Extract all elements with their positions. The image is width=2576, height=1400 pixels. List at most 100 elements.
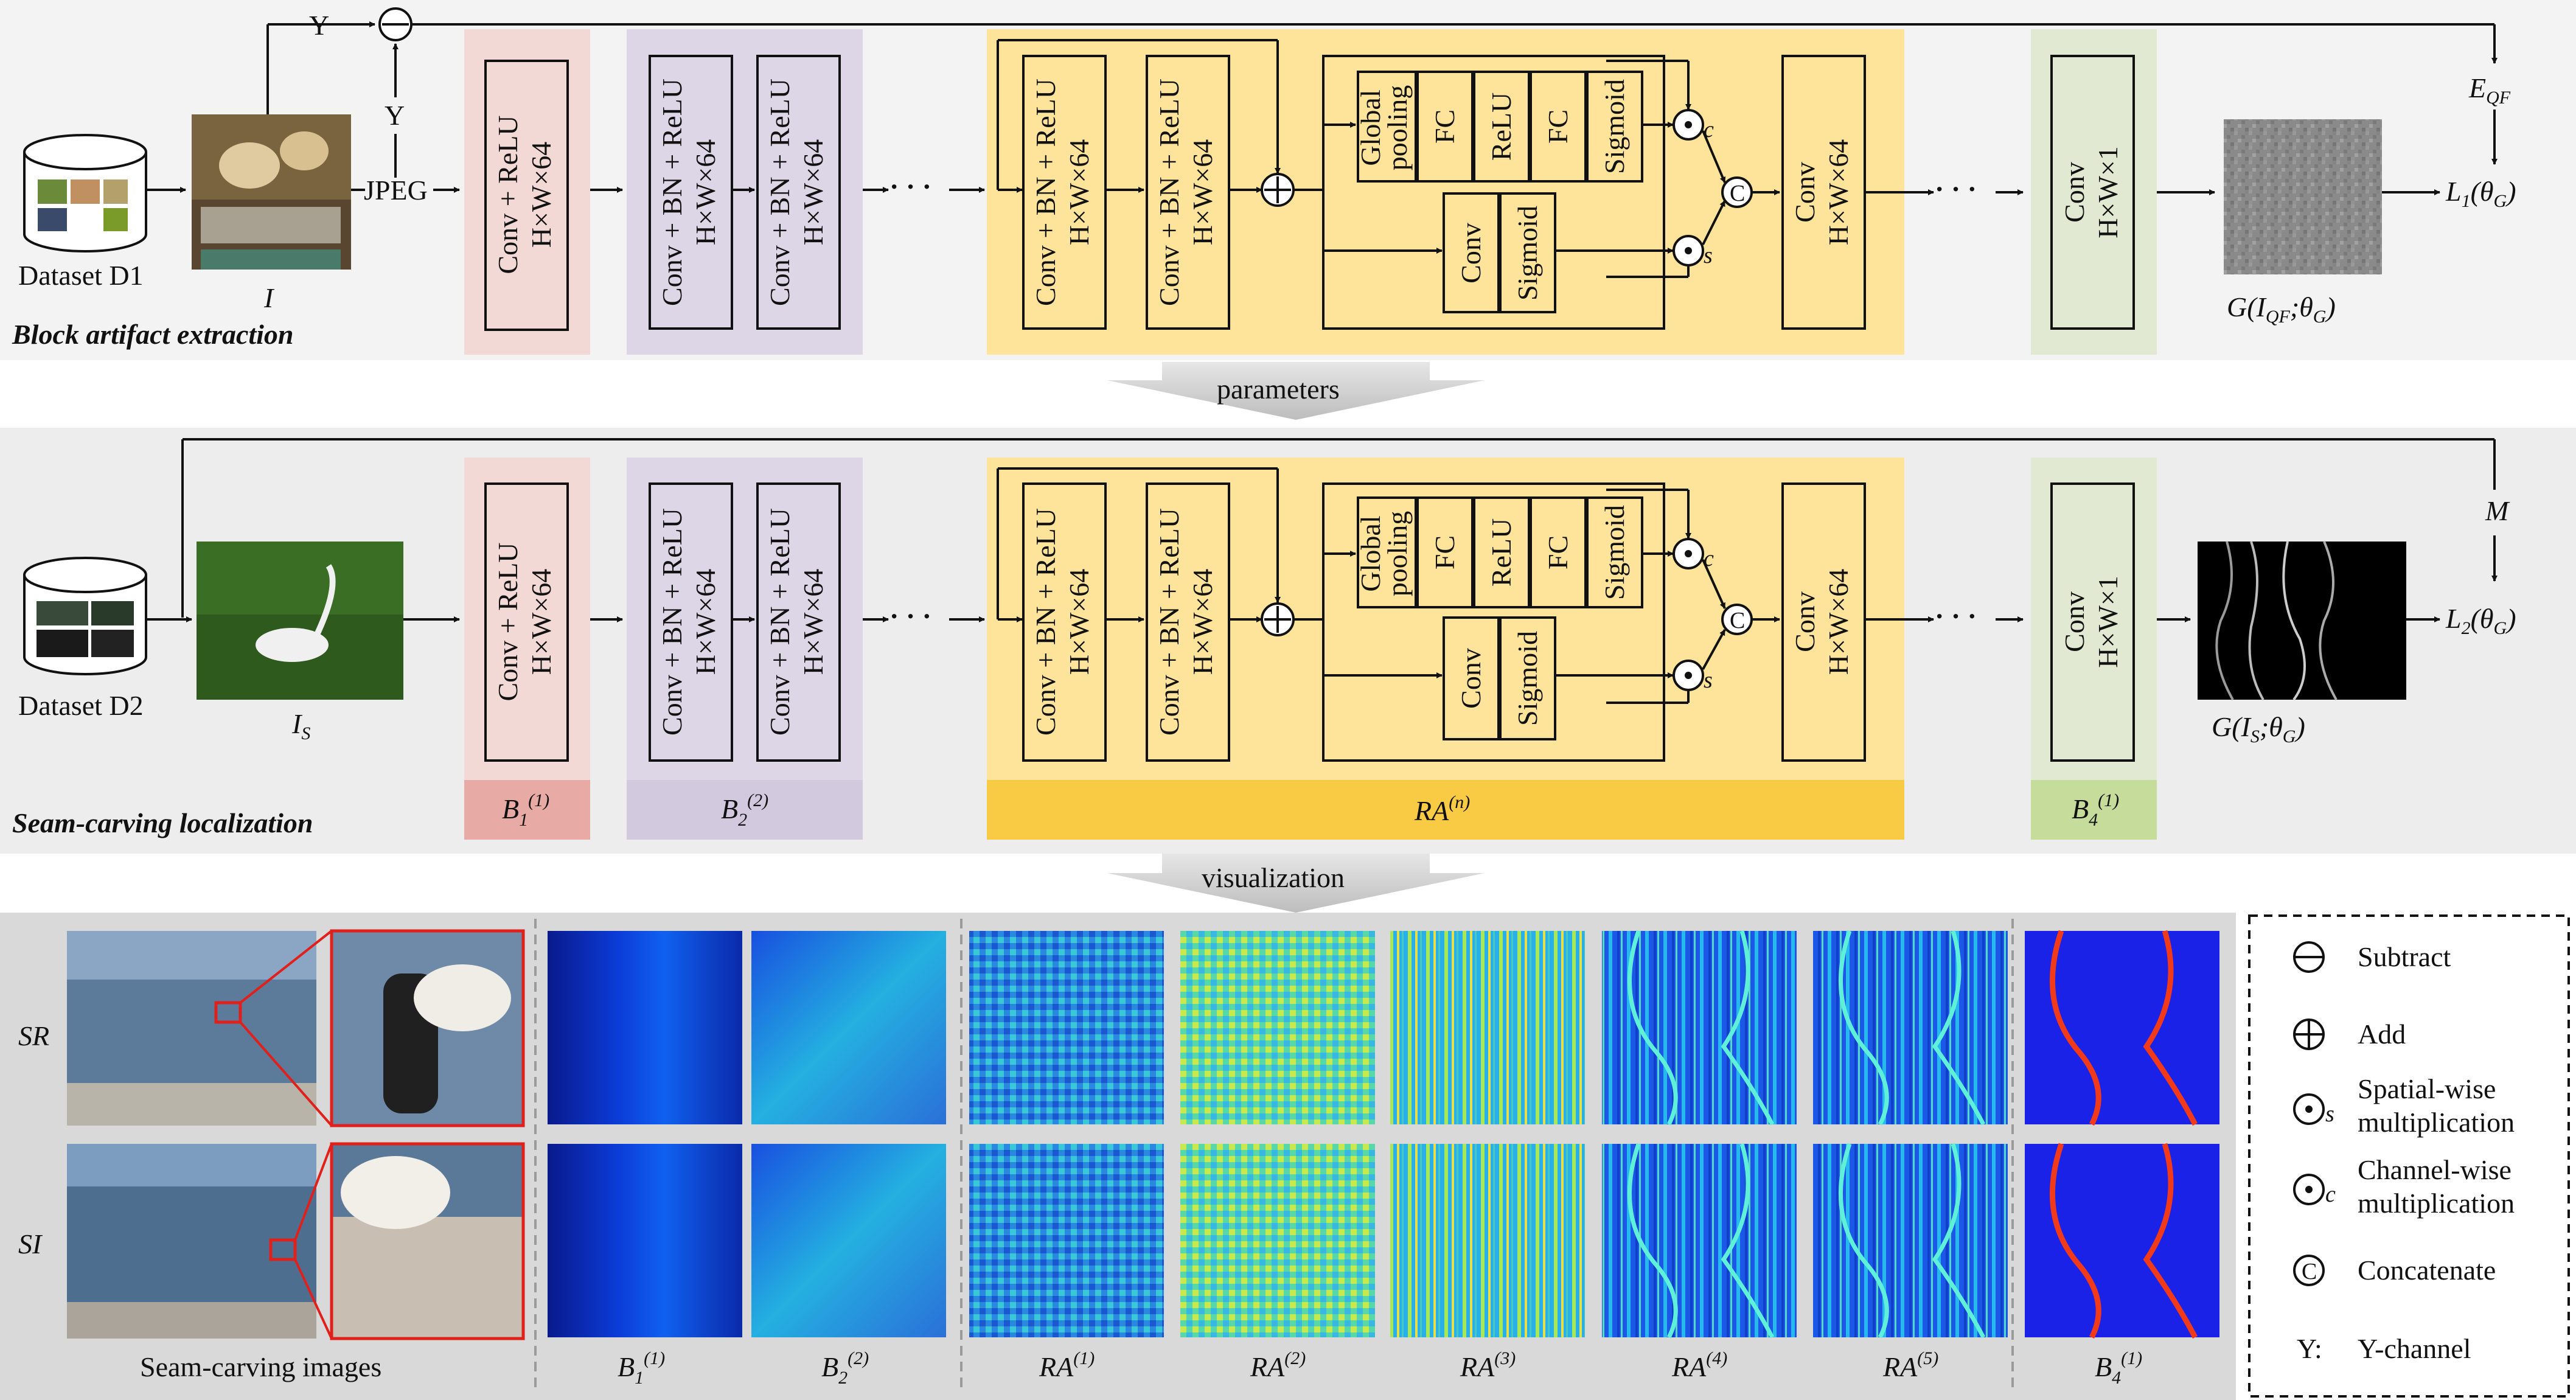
b4-label-bg [2031,780,2157,840]
loss-l1: L1(θG) [2445,176,2516,211]
b1-conv-text-p2: Conv + ReLU [492,542,523,701]
fc2-box-p1 [1530,71,1587,183]
feature-map-grid [548,930,2219,1339]
stage-label-ra: RA(n) [1414,792,1470,826]
ra-conv-box-p2 [1781,482,1866,762]
relu-box-p2 [1473,496,1530,608]
b4-box-p1 [2050,55,2135,330]
b2-box2-text-p2: Conv + BN + ReLU [764,508,795,736]
feature-map-sr-7 [1813,931,2008,1124]
seam-carving-images-caption: Seam-carving images [140,1351,381,1382]
fc2-text-p2: FC [1542,535,1573,569]
b2-bg-p1 [627,29,863,355]
b4-box-p2 [2050,482,2135,762]
loss-l2: L2(θG) [2445,603,2516,638]
feature-map-label-1: B1(1) [618,1348,665,1388]
ra-box2-text-p1: Conv + BN + ReLU [1154,78,1185,306]
feature-map-label-8: B4(1) [2095,1348,2142,1388]
ra-conv-hw-p1: H×W×64 [1823,139,1854,246]
dots-p2-b: · · · [1935,601,1977,632]
dataset-d1-label: Dataset D1 [18,260,144,291]
global-pool-box-p2 [1357,496,1417,608]
legend-channel-1: Channel-wise [2358,1154,2512,1185]
attention-outer-p1 [1322,55,1665,330]
legend-y-key: Y: [2297,1333,2322,1364]
legend-channel-2: multiplication [2358,1188,2515,1219]
parameters-arrow: parameters [1107,362,1485,420]
ra-box1-hw-p1: H×W×64 [1063,139,1095,246]
feature-map-label-7: RA(5) [1882,1348,1938,1382]
b2-box2-hw-p2: H×W×64 [798,569,829,675]
image-i-label: I [263,282,275,313]
dots-p2-a: · · · [889,601,931,632]
b1-conv-box-p2 [484,482,569,762]
legend: Subtract Add s Spatial-wise multiplicati… [2248,914,2570,1398]
ra-box1-p2 [1022,482,1107,762]
b2-box1-p2 [649,482,733,762]
row-label-si: SI [18,1228,43,1259]
s-sub-p1: s [1704,243,1713,268]
channel-mult-node-p2 [1673,538,1704,569]
panel2-blocks: Conv + ReLU H×W×64 B1(1) Conv + BN + ReL… [464,458,2516,840]
add-node-p1 [1261,173,1295,207]
b1-hw-text-p2: H×W×64 [526,569,557,675]
legend-c-sub: c [2325,1182,2336,1207]
feature-map-sr-1 [548,931,742,1124]
m-label: M [2485,495,2510,526]
feature-map-labels: B1(1)B2(2)RA(1)RA(2)RA(3)RA(4)RA(5)B4(1) [618,1348,2142,1388]
seam-trace [1627,930,1775,1126]
legend-spatial-2: multiplication [2358,1107,2515,1138]
visualization-label: visualization [1202,862,1345,893]
b1-hw-text-p1: H×W×64 [526,142,557,248]
b2-box2-hw-p1: H×W×64 [798,139,829,246]
b2-box1-hw-p2: H×W×64 [690,569,721,675]
feature-map-label-2: B2(2) [821,1348,869,1388]
block-artifact-title: Block artifact extraction [12,319,294,350]
conv-box-p1 [1443,192,1500,313]
si-zoom [330,1142,525,1340]
ra-box1-hw-p2: H×W×64 [1063,569,1095,675]
input-image-i [192,114,351,270]
legend-add: Add [2358,1019,2406,1050]
feature-map-sr-2 [751,931,946,1124]
fc1-text-p2: FC [1429,535,1460,569]
b2-box1-p1 [649,55,733,330]
b1-label-bg [464,780,590,840]
dataset-d1-cylinder [23,134,147,252]
fc1-box-p1 [1416,71,1474,183]
s-sub-p2: s [1704,667,1713,693]
subtract-icon [2293,941,2325,973]
b2-box2-text-p1: Conv + BN + ReLU [764,78,795,306]
row-label-sr: SR [18,1020,49,1051]
dots-p1-a: · · · [889,171,931,202]
global-pool-box-p1 [1357,71,1417,183]
visualization-arrow: visualization [1107,854,1485,913]
feature-map-si-6 [1602,1144,1797,1337]
channel-mult-node-p1 [1673,109,1704,141]
b4-hw-text-p2: H×W×1 [2092,576,2123,668]
ra-box2-p2 [1146,482,1230,762]
feature-map-sr-5 [1390,931,1585,1124]
b1-conv-box-p1 [484,60,569,331]
fc1-box-p2 [1416,496,1474,608]
fc2-text-p1: FC [1542,110,1573,144]
conv-text-p1: Conv [1455,223,1486,284]
feature-map-label-6: RA(4) [1671,1348,1727,1382]
sigmoid2-text-p2: Sigmoid [1512,631,1543,726]
b2-box1-text-p1: Conv + BN + ReLU [656,78,688,306]
feature-map-si-3 [969,1144,1164,1337]
parameters-label: parameters [1217,374,1340,405]
ra-box1-text-p1: Conv + BN + ReLU [1030,78,1061,306]
seam-trace [1839,930,1986,1126]
b4-conv-text-p2: Conv [2059,591,2090,652]
sigmoid2-box-p2 [1499,616,1556,740]
visualization-panel: SR SI Seam-car [0,913,2236,1400]
b4-hw-text-p1: H×W×1 [2092,146,2123,239]
stage-label-b4: B4(1) [2072,790,2119,830]
seam-carving-title: Seam-carving localization [12,807,313,838]
sr-photo [67,931,316,1126]
add-node-p2 [1261,602,1295,636]
feature-map-sr-3 [969,931,1164,1124]
panel1-blocks: Conv + ReLU H×W×64 Conv + BN + ReLU H×W×… [464,29,2516,355]
seam-trace [2050,930,2198,1126]
